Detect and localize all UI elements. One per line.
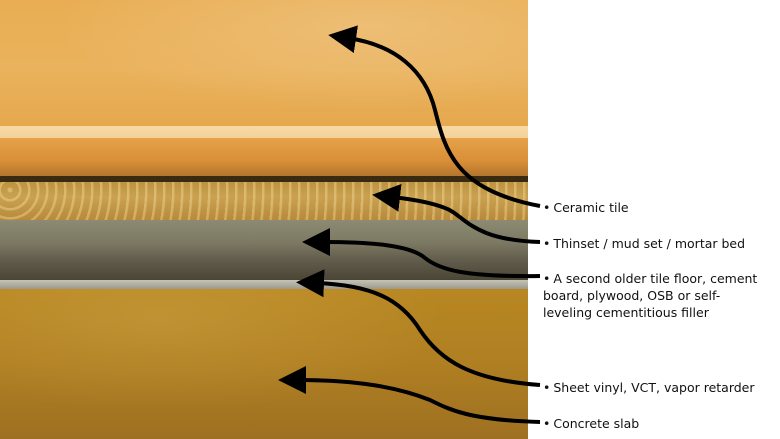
- label-ceramic-tile: •Ceramic tile: [543, 200, 629, 215]
- ceramic-tile-edge-highlight: [0, 126, 528, 138]
- label-text: Sheet vinyl, VCT, vapor retarder: [553, 380, 755, 395]
- label-mortar-bed: •Thinset / mud set / mortar bed: [543, 236, 746, 251]
- arrow-mortar-bed: [372, 183, 541, 244]
- ceramic-tile-edge: [0, 138, 528, 176]
- vinyl-layer: [0, 280, 528, 289]
- layer-gap-shadow: [0, 176, 528, 182]
- arrow-older-floor: [302, 228, 541, 279]
- arrow-ceramic-tile: [328, 25, 541, 208]
- arrow-concrete-slab: [278, 366, 541, 424]
- ceramic-tile-surface: [0, 0, 528, 126]
- label-text: Thinset / mud set / mortar bed: [553, 236, 746, 251]
- label-text: Concrete slab: [553, 416, 640, 431]
- label-text: Ceramic tile: [553, 200, 629, 215]
- label-concrete-slab: •Concrete slab: [543, 416, 640, 431]
- older-floor-layer: [0, 220, 528, 280]
- mortar-bed-layer: [0, 182, 528, 220]
- label-text: A second older tile floor, cement board,…: [543, 271, 758, 320]
- arrow-vinyl: [296, 269, 541, 387]
- label-older-floor: •A second older tile floor, cement board…: [543, 271, 758, 320]
- concrete-slab-layer: [0, 289, 528, 439]
- label-vinyl: •Sheet vinyl, VCT, vapor retarder: [543, 380, 755, 395]
